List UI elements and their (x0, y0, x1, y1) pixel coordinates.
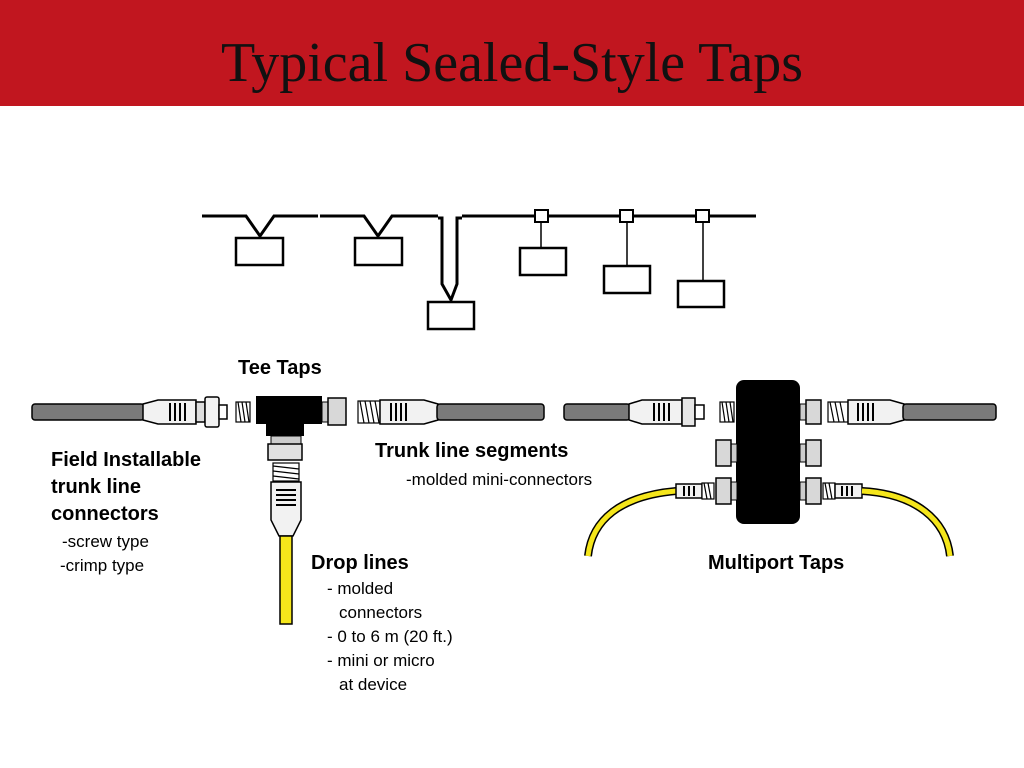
field-installable-label: Field Installable trunk line connectors (51, 449, 202, 525)
multiport-assembly (563, 380, 997, 557)
page-title: Typical Sealed-Style Taps (220, 32, 804, 94)
title-bar (0, 0, 1024, 106)
trunk-segments-sub: -molded mini-connectors (406, 470, 593, 489)
drop-lines-details: - molded connectors - 0 to 6 m (20 ft.) … (327, 579, 453, 694)
trunk-segments-label: Trunk line segments (375, 440, 569, 462)
trunk-schematic (202, 209, 756, 331)
multiport-taps-label: Multiport Taps (708, 552, 845, 574)
drop-lines-label: Drop lines (311, 552, 409, 574)
tee-taps-label: Tee Taps (238, 357, 322, 379)
left-cable-assembly (31, 396, 545, 625)
field-installable-types: -screw type -crimp type (60, 532, 149, 575)
